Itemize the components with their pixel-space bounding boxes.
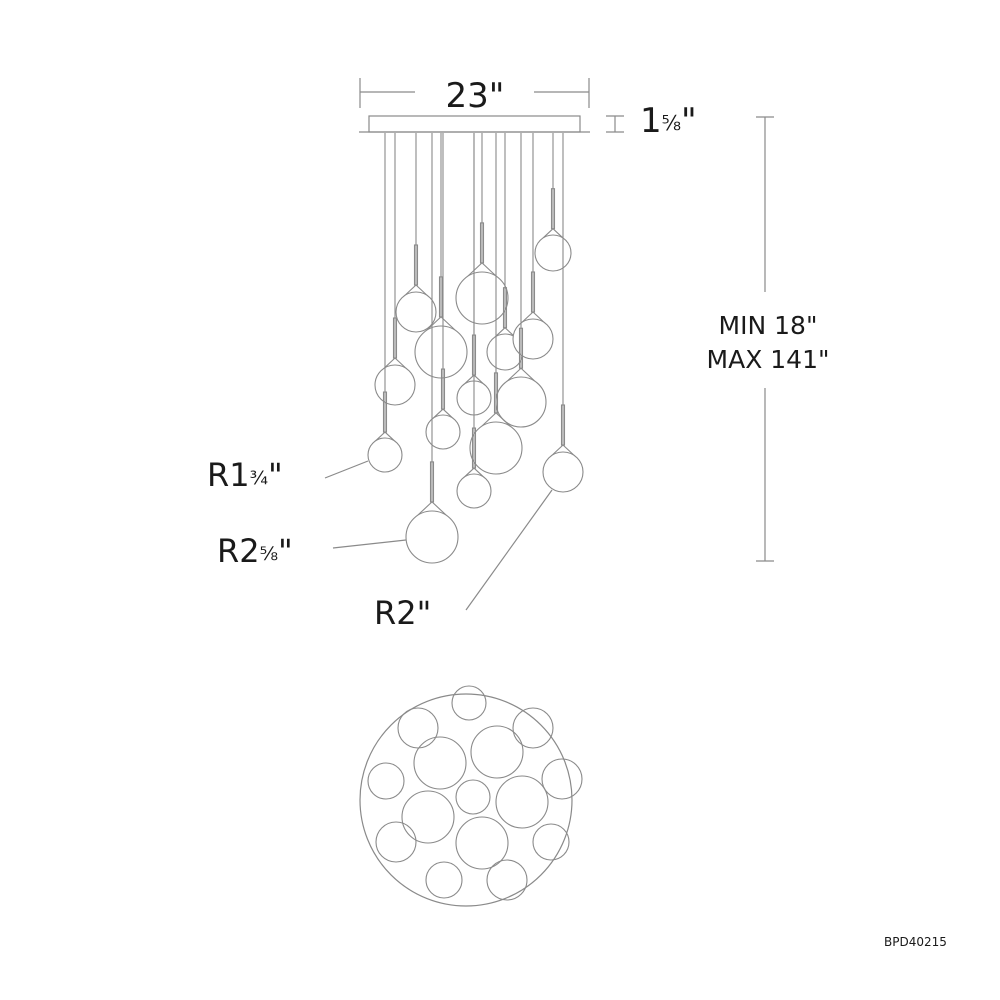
plan-view xyxy=(359,685,583,907)
globe-plan xyxy=(455,779,491,815)
glass-globe xyxy=(534,234,572,272)
min-length-label: MIN 18" xyxy=(719,311,818,340)
pendant xyxy=(534,133,572,272)
canopy-height-label: 1⅝" xyxy=(640,101,697,141)
pendant xyxy=(456,133,492,509)
globe-plan xyxy=(451,685,487,721)
glass-globe xyxy=(395,291,437,333)
pendant xyxy=(395,133,437,333)
glass-globe xyxy=(425,414,461,450)
globe-plan xyxy=(486,859,528,901)
globe-plan xyxy=(367,762,405,800)
model-number: BPD40215 xyxy=(884,935,947,949)
glass-globe xyxy=(405,510,459,564)
glass-globe xyxy=(542,451,584,493)
glass-globe xyxy=(455,271,509,325)
pendant xyxy=(414,133,468,379)
globe-plan xyxy=(397,707,439,749)
glass-globe xyxy=(469,421,523,475)
glass-globe xyxy=(456,473,492,509)
pendant xyxy=(405,133,459,564)
pendant xyxy=(455,133,509,325)
pendant xyxy=(542,133,584,493)
globe-plan xyxy=(375,821,417,863)
globe-plan xyxy=(401,790,455,844)
pendant xyxy=(495,133,547,428)
pendant xyxy=(367,133,403,473)
radius-small-label: R1¾" xyxy=(207,456,283,494)
canopy-outline xyxy=(359,693,573,907)
globe-plan xyxy=(532,823,570,861)
globe-plan xyxy=(425,861,463,899)
pendant xyxy=(469,133,523,475)
globe-plan xyxy=(541,758,583,800)
pendant xyxy=(374,133,416,406)
glass-globe xyxy=(374,364,416,406)
globe-plan xyxy=(413,736,467,790)
pendant xyxy=(425,133,461,450)
globe-plan xyxy=(495,775,549,829)
globe-plan xyxy=(512,707,554,749)
glass-globe xyxy=(367,437,403,473)
dimension-lines xyxy=(324,78,774,611)
width-label: 23" xyxy=(446,76,505,116)
max-length-label: MAX 141" xyxy=(707,345,830,374)
pendants xyxy=(367,133,584,564)
radius-medium-label: R2" xyxy=(374,594,431,632)
globe-plan xyxy=(455,816,509,870)
radius-large-label: R2⅝" xyxy=(217,532,293,570)
globe-plan xyxy=(470,725,524,779)
canopy xyxy=(359,115,590,133)
